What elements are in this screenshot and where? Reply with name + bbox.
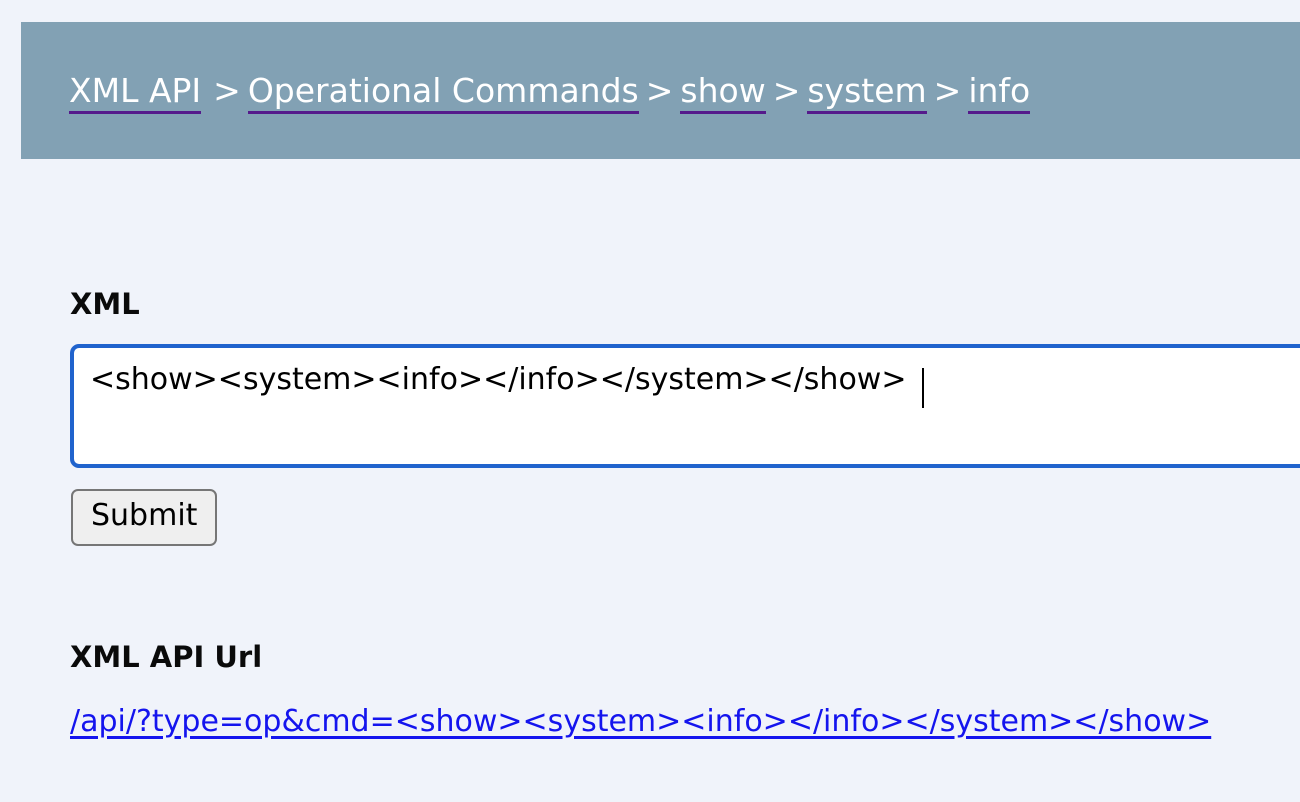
xml-command-input[interactable]: [70, 344, 1300, 468]
breadcrumb-link-show[interactable]: show: [680, 71, 766, 114]
xml-api-url-label: XML API Url: [70, 639, 263, 674]
xml-api-url-link[interactable]: /api/?type=op&cmd=<show><system><info></…: [70, 703, 1212, 739]
xml-section-label: XML: [70, 287, 140, 321]
breadcrumb-link-system[interactable]: system: [807, 71, 927, 114]
breadcrumb-header-bar: XML API>Operational Commands>show>system…: [21, 22, 1300, 159]
breadcrumb: XML API>Operational Commands>show>system…: [21, 71, 1031, 114]
breadcrumb-link-operational-commands[interactable]: Operational Commands: [247, 71, 639, 114]
main-content: XML Submit XML API Url /api/?type=op&cmd…: [70, 200, 1300, 738]
breadcrumb-separator-1: >: [213, 71, 241, 110]
submit-button[interactable]: Submit: [71, 489, 218, 546]
breadcrumb-separator-2: >: [645, 71, 674, 110]
breadcrumb-separator-4: >: [933, 71, 962, 110]
text-caret: [922, 368, 924, 408]
breadcrumb-separator-3: >: [772, 71, 801, 110]
breadcrumb-link-info[interactable]: info: [968, 71, 1031, 114]
xml-input-wrapper: [70, 344, 1300, 468]
breadcrumb-link-xml-api[interactable]: XML API: [69, 71, 202, 114]
